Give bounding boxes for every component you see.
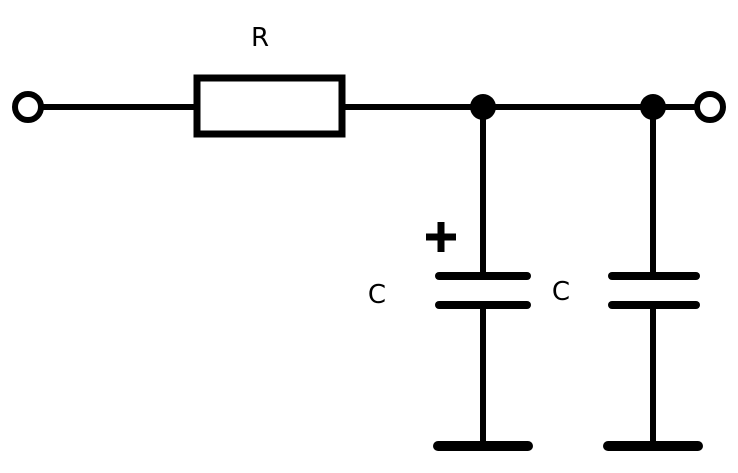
resistor-label: R bbox=[251, 23, 269, 53]
output-terminal bbox=[694, 91, 726, 123]
input-terminal bbox=[12, 91, 44, 123]
polarity-plus-icon bbox=[426, 222, 456, 252]
capacitor-2-label: C bbox=[552, 277, 570, 307]
capacitor-2 bbox=[603, 107, 703, 451]
capacitor-1 bbox=[433, 107, 533, 451]
resistor bbox=[193, 74, 346, 138]
capacitor-1-label: C bbox=[368, 280, 386, 310]
